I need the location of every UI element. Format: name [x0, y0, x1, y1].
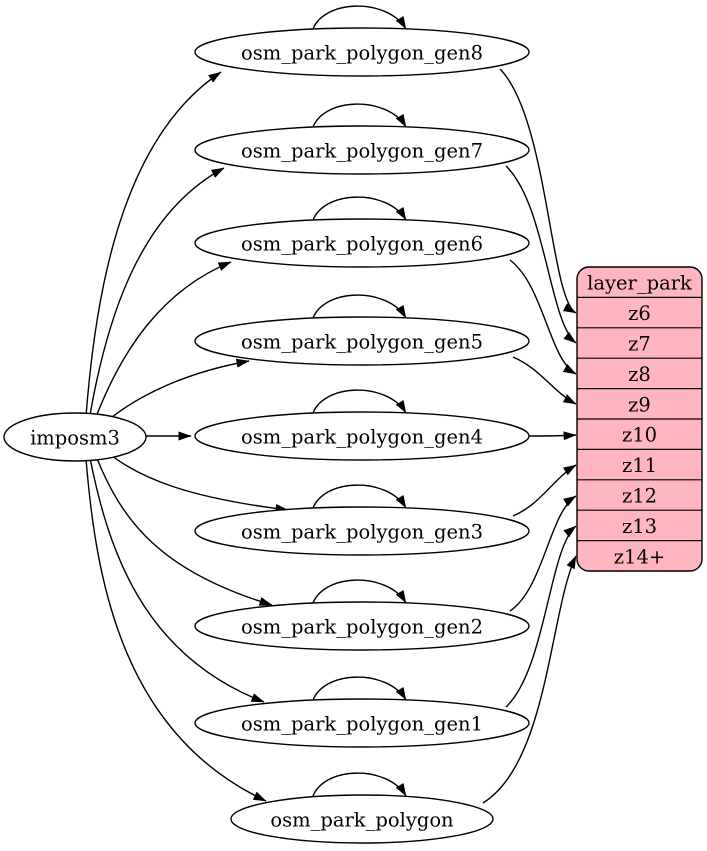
table-node-osm_park_polygon_gen5: osm_park_polygon_gen5 [194, 316, 530, 366]
table-node-osm_park_polygon_gen4: osm_park_polygon_gen4 [194, 411, 530, 461]
table-node-osm_park_polygon_gen7: osm_park_polygon_gen7 [194, 125, 530, 175]
table-node-osm_park_polygon_gen2: osm_park_polygon_gen2 [194, 601, 530, 651]
table-node-osm_park_polygon_gen2-label: osm_park_polygon_gen2 [241, 616, 483, 639]
edge-imposm3-to-osm_park_polygon_gen6 [95, 261, 232, 418]
table-node-osm_park_polygon_gen5-label: osm_park_polygon_gen5 [241, 331, 483, 354]
edge-imposm3-to-osm_park_polygon_gen5 [106, 358, 250, 422]
table-node-osm_park_polygon_gen8-shape [194, 27, 530, 77]
self-loop-osm_park_polygon_gen1 [311, 676, 407, 704]
edge-imposm3-to-osm_park_polygon_gen2 [95, 455, 273, 606]
edge-osm_park_polygon_gen7-to-z7 [505, 165, 577, 344]
source-node-imposm3: imposm3 [3, 412, 147, 462]
layer-zoom-row-z11: z11 [622, 454, 657, 477]
source-node-imposm3-shape [3, 412, 147, 462]
edge-imposm3-to-osm_park_polygon [85, 458, 267, 802]
table-node-osm_park_polygon-shape [230, 794, 494, 844]
layer-zoom-row-z6: z6 [628, 302, 651, 325]
edges-layer [85, 5, 577, 804]
table-node-osm_park_polygon_gen3-shape [194, 506, 530, 556]
self-loop-osm_park_polygon_gen6 [311, 196, 407, 224]
table-node-osm_park_polygon_gen5-shape [194, 316, 530, 366]
layer-zoom-row-z14+: z14+ [614, 545, 665, 568]
layer-zoom-row-z12: z12 [622, 485, 657, 508]
table-node-osm_park_polygon_gen8-label: osm_park_polygon_gen8 [241, 42, 483, 65]
edge-osm_park_polygon_gen5-to-z9 [512, 356, 577, 405]
layer-zoom-row-z7: z7 [628, 333, 651, 356]
self-loop-osm_park_polygon_gen5 [311, 294, 407, 322]
edge-imposm3-to-osm_park_polygon_gen8 [85, 71, 222, 417]
edge-osm_park_polygon-to-z14+ [482, 555, 577, 804]
layer-node-layer_park: layer_park z6 z7 z8 z9 z10 z11 z12 z13 z14+ [576, 266, 703, 572]
table-node-osm_park_polygon_gen3: osm_park_polygon_gen3 [194, 506, 530, 556]
table-node-osm_park_polygon_gen6-label: osm_park_polygon_gen6 [241, 233, 483, 256]
table-node-osm_park_polygon-label: osm_park_polygon [270, 809, 454, 832]
table-node-osm_park_polygon_gen4-shape [194, 411, 530, 461]
edge-osm_park_polygon_gen2-to-z12 [509, 495, 577, 612]
table-node-osm_park_polygon_gen1-label: osm_park_polygon_gen1 [241, 713, 483, 736]
edge-osm_park_polygon_gen6-to-z8 [509, 259, 577, 375]
edge-osm_park_polygon_gen8-to-z6 [499, 68, 577, 314]
edge-osm_park_polygon_gen1-to-z13 [505, 525, 577, 708]
table-node-osm_park_polygon_gen6: osm_park_polygon_gen6 [194, 218, 530, 268]
table-node-osm_park_polygon_gen1: osm_park_polygon_gen1 [194, 698, 530, 748]
edge-imposm3-to-osm_park_polygon_gen3 [106, 451, 289, 513]
edge-imposm3-to-osm_park_polygon_gen7 [89, 167, 225, 416]
layer-zoom-row-z10: z10 [622, 424, 657, 447]
table-node-osm_park_polygon_gen7-label: osm_park_polygon_gen7 [241, 140, 483, 163]
self-loop-osm_park_polygon_gen7 [311, 103, 407, 131]
self-loop-osm_park_polygon_gen8 [311, 5, 407, 33]
table-node-osm_park_polygon_gen3-label: osm_park_polygon_gen3 [241, 521, 483, 544]
layer-zoom-row-z8: z8 [628, 363, 651, 386]
table-node-osm_park_polygon_gen1-shape [194, 698, 530, 748]
table-node-osm_park_polygon: osm_park_polygon [230, 794, 494, 844]
layer-zoom-row-z9: z9 [628, 393, 651, 416]
table-node-osm_park_polygon_gen8: osm_park_polygon_gen8 [194, 27, 530, 77]
table-node-osm_park_polygon_gen7-shape [194, 125, 530, 175]
self-loop-osm_park_polygon_gen3 [311, 484, 407, 512]
table-node-osm_park_polygon_gen2-shape [194, 601, 530, 651]
edge-osm_park_polygon_gen3-to-z11 [512, 464, 577, 517]
table-node-osm_park_polygon_gen4-label: osm_park_polygon_gen4 [241, 426, 483, 449]
self-loop-osm_park_polygon_gen2 [311, 579, 407, 607]
edge-osm_park_polygon_gen4-to-z10 [528, 431, 577, 441]
table-node-osm_park_polygon_gen6-shape [194, 218, 530, 268]
source-node-imposm3-label: imposm3 [30, 427, 120, 450]
self-loop-osm_park_polygon [311, 772, 407, 800]
layer-node-title: layer_park [587, 272, 692, 295]
edge-imposm3-to-osm_park_polygon_gen1 [89, 457, 265, 703]
layer-zoom-row-z13: z13 [622, 515, 657, 538]
self-loop-osm_park_polygon_gen4 [311, 389, 407, 417]
